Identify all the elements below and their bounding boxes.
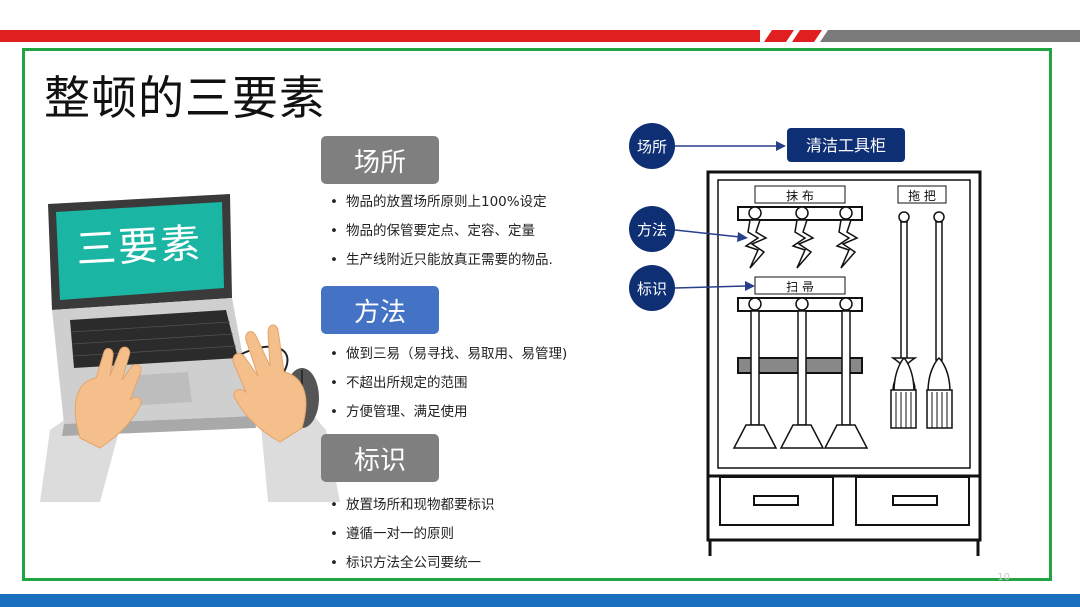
marking-bullet-list: 放置场所和现物都要标识 遵循一对一的原则 标识方法全公司要统一 xyxy=(324,491,624,578)
arrow-location-head xyxy=(776,141,786,151)
section-label-method: 方法 xyxy=(321,286,439,334)
marking-bullet-item: 标识方法全公司要统一 xyxy=(324,549,624,578)
mops-label-text: 拖 把 xyxy=(908,189,936,203)
node-location xyxy=(629,123,675,169)
target-label-box xyxy=(787,128,905,162)
node-location-text: 场所 xyxy=(637,138,667,156)
location-bullet-item: 物品的保管要定点、定容、定量 xyxy=(324,217,624,246)
brooms-icon xyxy=(732,297,869,449)
rags-label-text: 抹 布 xyxy=(786,189,814,203)
laptop-illustration xyxy=(40,194,340,502)
node-method-text: 方法 xyxy=(637,221,667,239)
header-stripe xyxy=(0,30,1080,42)
location-bullet-list: 物品的放置场所原则上100%设定 物品的保管要定点、定容、定量 生产线附近只能放… xyxy=(324,188,624,275)
marking-bullet-item: 遵循一对一的原则 xyxy=(324,520,624,549)
mop-bristles xyxy=(895,392,948,428)
arrow-method-head xyxy=(737,232,748,242)
rags-label-box xyxy=(754,185,846,204)
method-bullet-item: 不超出所规定的范围 xyxy=(324,369,624,398)
slide-frame xyxy=(22,48,1052,581)
location-bullet-item: 生产线附近只能放真正需要的物品. xyxy=(324,246,624,275)
mops-icon xyxy=(890,211,953,429)
page-number: 10 xyxy=(997,572,1010,583)
method-bullet-item: 方便管理、满足使用 xyxy=(324,398,624,427)
brooms-label-text: 扫 帚 xyxy=(786,280,814,294)
target-label-text: 清洁工具柜 xyxy=(806,136,886,155)
arrow-marking-head xyxy=(745,281,755,291)
section-label-marking: 标识 xyxy=(321,434,439,482)
marking-bullet-item: 放置场所和现物都要标识 xyxy=(324,491,624,520)
mops-label-box xyxy=(897,185,947,204)
laptop-screen-text: 三要素 xyxy=(75,220,204,274)
method-bullet-item: 做到三易（易寻找、易取用、易管理) xyxy=(324,340,624,369)
right-hand xyxy=(232,324,307,443)
cabinet-body xyxy=(706,170,982,556)
node-marking xyxy=(629,265,675,311)
node-method xyxy=(629,206,675,252)
laptop-screen xyxy=(48,194,232,310)
rags-icon xyxy=(744,206,859,269)
left-hand xyxy=(74,346,142,449)
footer-stripe xyxy=(0,594,1080,607)
arrow-marking xyxy=(674,285,747,289)
cabinet-diagram: 场所 清洁工具柜 抹 布 拖 把 xyxy=(629,123,982,556)
section-label-location: 场所 xyxy=(321,136,439,184)
method-bullet-list: 做到三易（易寻找、易取用、易管理) 不超出所规定的范围 方便管理、满足使用 xyxy=(324,340,624,427)
node-marking-text: 标识 xyxy=(637,280,667,298)
brooms-label-box xyxy=(754,276,846,295)
arrow-method xyxy=(674,229,741,238)
location-bullet-item: 物品的放置场所原则上100%设定 xyxy=(324,188,624,217)
slide-title: 整顿的三要素 xyxy=(44,71,326,125)
